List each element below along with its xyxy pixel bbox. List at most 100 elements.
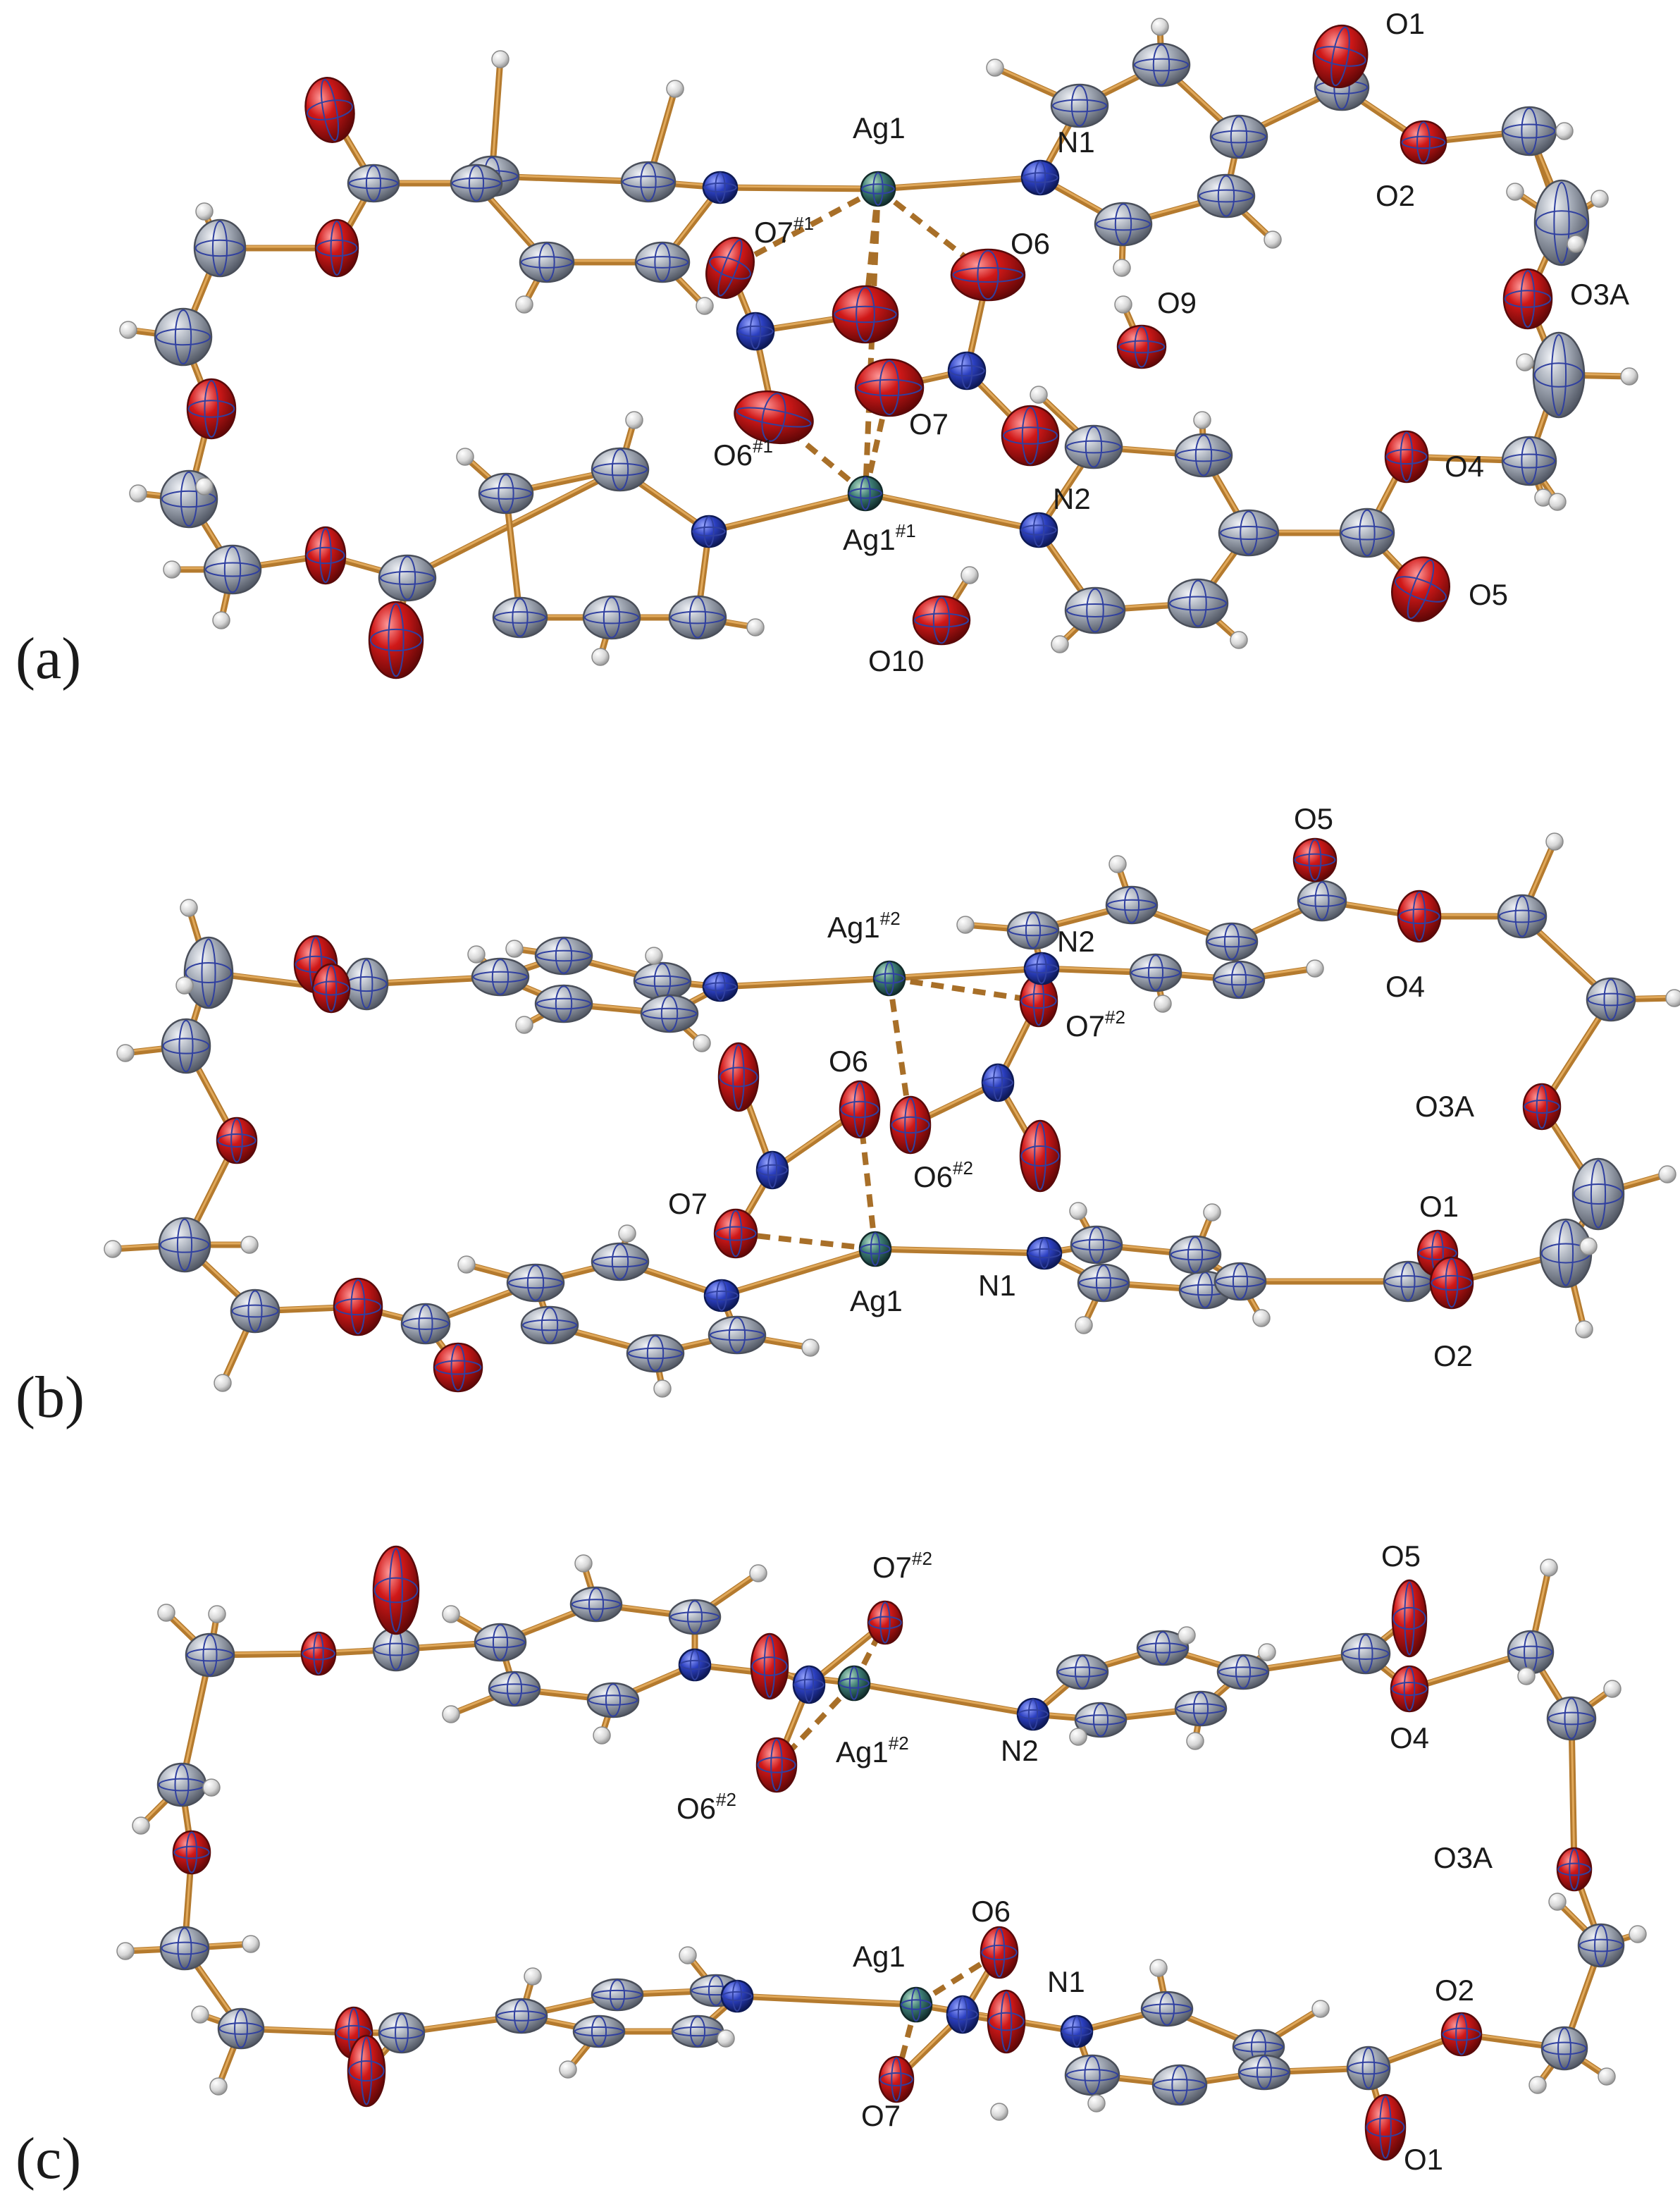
principal-axis	[571, 1599, 622, 1610]
atom-label-text: O3A	[1415, 1090, 1474, 1123]
atom-label: Ag1#1	[843, 520, 916, 556]
nitrogen-ellipsoid	[702, 971, 739, 1002]
principal-axis	[1057, 1666, 1108, 1678]
principal-axis	[201, 938, 216, 1007]
hydrogen-ellipsoid	[1579, 1237, 1598, 1255]
carbon-ellipsoid	[620, 161, 677, 203]
hydrogen-ellipsoid	[1620, 367, 1638, 386]
oxygen-ellipsoid	[1440, 2012, 1483, 2057]
principal-axis	[715, 172, 726, 203]
principal-axis	[231, 1304, 279, 1318]
principal-axis	[1404, 1581, 1415, 1656]
atom-carbon	[1213, 1262, 1267, 1301]
hydrogen-ellipsoid	[1591, 190, 1609, 208]
carbon-ellipsoid	[193, 219, 247, 278]
atom-label-superscript: #2	[880, 908, 901, 929]
principal-axis	[1594, 1924, 1608, 1967]
oxygen-ellipsoid	[867, 1600, 903, 1645]
atom-label: O3A	[1570, 278, 1629, 311]
principal-axis	[1502, 123, 1556, 139]
carbon-ellipsoid	[156, 1762, 207, 1807]
atom-label: Ag1#2	[836, 1733, 909, 1769]
atom-label-text: O7	[861, 2099, 901, 2132]
atom-carbon	[1136, 1630, 1190, 1666]
atom-oxygen	[734, 390, 814, 445]
principal-axis	[856, 379, 922, 397]
principal-axis	[1153, 2079, 1206, 2091]
nitrogen-ellipsoid	[1020, 159, 1060, 196]
principal-axis	[1032, 513, 1045, 547]
principal-axis	[952, 266, 1024, 283]
hydrogen-ellipsoid	[132, 1816, 150, 1835]
carbon-ellipsoid	[1056, 1654, 1109, 1690]
carbon-ellipsoid	[1533, 179, 1590, 266]
principal-axis	[692, 526, 726, 537]
principal-axis	[1256, 2055, 1273, 2089]
atom-label-superscript: #2	[889, 1733, 909, 1754]
principal-axis	[1569, 1848, 1580, 1890]
hydrogen-ellipsoid	[956, 916, 975, 934]
atom-label: O1	[1404, 2143, 1443, 2176]
principal-axis	[1431, 1274, 1473, 1291]
carbon-ellipsoid	[1501, 436, 1557, 486]
carbon-ellipsoid	[1151, 2064, 1208, 2106]
atom-carbon	[569, 1586, 623, 1623]
atom-hydrogen	[1230, 631, 1248, 649]
atom-hydrogen	[515, 295, 533, 314]
principal-axis	[1114, 203, 1132, 245]
hydrogen-ellipsoid	[1075, 1316, 1093, 1334]
hydrogen-ellipsoid	[1051, 635, 1069, 653]
atom-oxygen	[314, 219, 359, 278]
atom-hydrogen	[961, 566, 979, 584]
atom-carbon	[1212, 960, 1266, 999]
carbon-ellipsoid	[1070, 1225, 1123, 1265]
principal-axis	[1061, 2026, 1092, 2037]
oxygen-ellipsoid	[734, 390, 814, 445]
principal-axis	[1298, 894, 1346, 907]
hydrogen-ellipsoid	[1252, 1309, 1271, 1327]
oxygen-ellipsoid	[186, 378, 237, 440]
hydrogen-ellipsoid	[1186, 1732, 1204, 1750]
principal-axis	[174, 1764, 190, 1806]
atom-label: O10	[868, 644, 924, 677]
hydrogen-ellipsoid	[1629, 1925, 1647, 1943]
principal-axis	[1171, 2065, 1188, 2105]
principal-axis	[491, 959, 509, 995]
bond	[734, 1993, 920, 2008]
oxygen-ellipsoid	[1400, 120, 1447, 165]
principal-axis	[757, 1164, 788, 1176]
hydrogen-ellipsoid	[1113, 259, 1131, 277]
oxygen-ellipsoid	[912, 595, 971, 646]
principal-axis	[593, 1255, 648, 1268]
carbon-ellipsoid	[1006, 911, 1060, 950]
principal-axis	[1542, 2041, 1587, 2055]
atom-hydrogen	[956, 916, 975, 934]
hydrogen-ellipsoid	[593, 1726, 611, 1745]
atom-label: N1	[1047, 1965, 1085, 1998]
atom-label: O3A	[1415, 1090, 1474, 1123]
principal-axis	[211, 221, 228, 276]
atom-label-text: O3A	[1570, 278, 1629, 311]
principal-axis	[977, 250, 999, 300]
atom-hydrogen	[1603, 1680, 1622, 1698]
atom-carbon	[1064, 424, 1123, 469]
principal-axis	[1385, 448, 1428, 465]
atom-label: O1	[1419, 1190, 1459, 1223]
atom-oxygen	[333, 1277, 383, 1336]
hydrogen-ellipsoid	[491, 50, 509, 68]
principal-axis	[1232, 1263, 1249, 1300]
hydrogen-ellipsoid	[214, 1374, 232, 1392]
principal-axis	[1223, 923, 1240, 960]
atom-label: O5	[1294, 802, 1333, 835]
silver-ellipsoid	[858, 1231, 892, 1267]
principal-axis	[1092, 1703, 1109, 1737]
atom-hydrogen	[1598, 2067, 1616, 2086]
hydrogen-ellipsoid	[591, 648, 610, 666]
principal-axis	[1330, 26, 1350, 87]
hydrogen-ellipsoid	[505, 940, 524, 958]
hydrogen-ellipsoid	[116, 1044, 135, 1062]
principal-axis	[914, 613, 969, 628]
principal-axis	[161, 1941, 209, 1955]
atom-label: O6#2	[913, 1157, 973, 1193]
principal-axis	[904, 1097, 917, 1152]
